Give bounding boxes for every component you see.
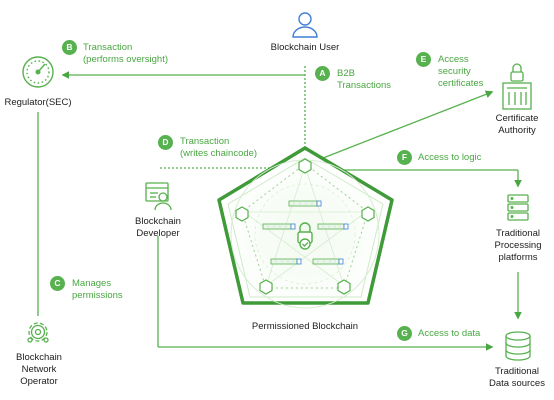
permissioned-blockchain-network (217, 146, 394, 309)
step-g-badge: G (397, 326, 412, 341)
step-f-label: Access to logic (418, 152, 482, 163)
step-a-badge: A (315, 66, 330, 81)
traditional-processing-label: Traditional Processing platforms (494, 228, 542, 263)
certificate-authority-label: Certificate Authority (495, 113, 539, 136)
blockchain-node (235, 206, 249, 222)
step-a-label: B2B Transactions (337, 68, 392, 91)
blockchain-user-label: Blockchain User (270, 42, 340, 53)
step-c-label: Manages permissions (72, 278, 123, 301)
user-icon (292, 12, 318, 38)
blockchain-node (337, 279, 351, 295)
gear-network-icon (27, 322, 49, 343)
step-d-badge: D (158, 135, 173, 150)
connector-e-to-ca (317, 90, 494, 161)
blockchain-node (361, 206, 375, 222)
server-stack-icon (507, 194, 529, 221)
regulator-label: Regulator(SEC) (4, 97, 72, 108)
certificate-authority-icon (502, 63, 532, 110)
blockchain-developer-label: Blockchain Developer (135, 216, 181, 239)
network-pentagon-dashed (241, 163, 369, 289)
step-e-badge: E (416, 52, 431, 67)
database-icon (505, 331, 531, 361)
network-operator-label: Blockchain Network Operator (16, 352, 62, 387)
step-c-badge: C (50, 276, 65, 291)
blockchain-node (259, 279, 273, 295)
step-b-label: Transaction (performs oversight) (83, 42, 168, 65)
block-chain-segments (262, 200, 349, 265)
blockchain-node (298, 158, 312, 174)
gauge-icon (22, 56, 54, 88)
step-g-label: Access to data (418, 328, 481, 339)
step-e-label: Access security certificates (438, 54, 484, 89)
permissioned-blockchain-label: Permissioned Blockchain (251, 321, 359, 332)
network-ring-inner (254, 183, 356, 285)
step-f-badge: F (397, 150, 412, 165)
traditional-data-label: Traditional Data sources (489, 366, 545, 389)
developer-icon (145, 182, 172, 211)
lock-check-icon (297, 222, 313, 250)
step-d-label: Transaction (writes chaincode) (180, 136, 258, 159)
step-b-badge: B (62, 40, 77, 55)
